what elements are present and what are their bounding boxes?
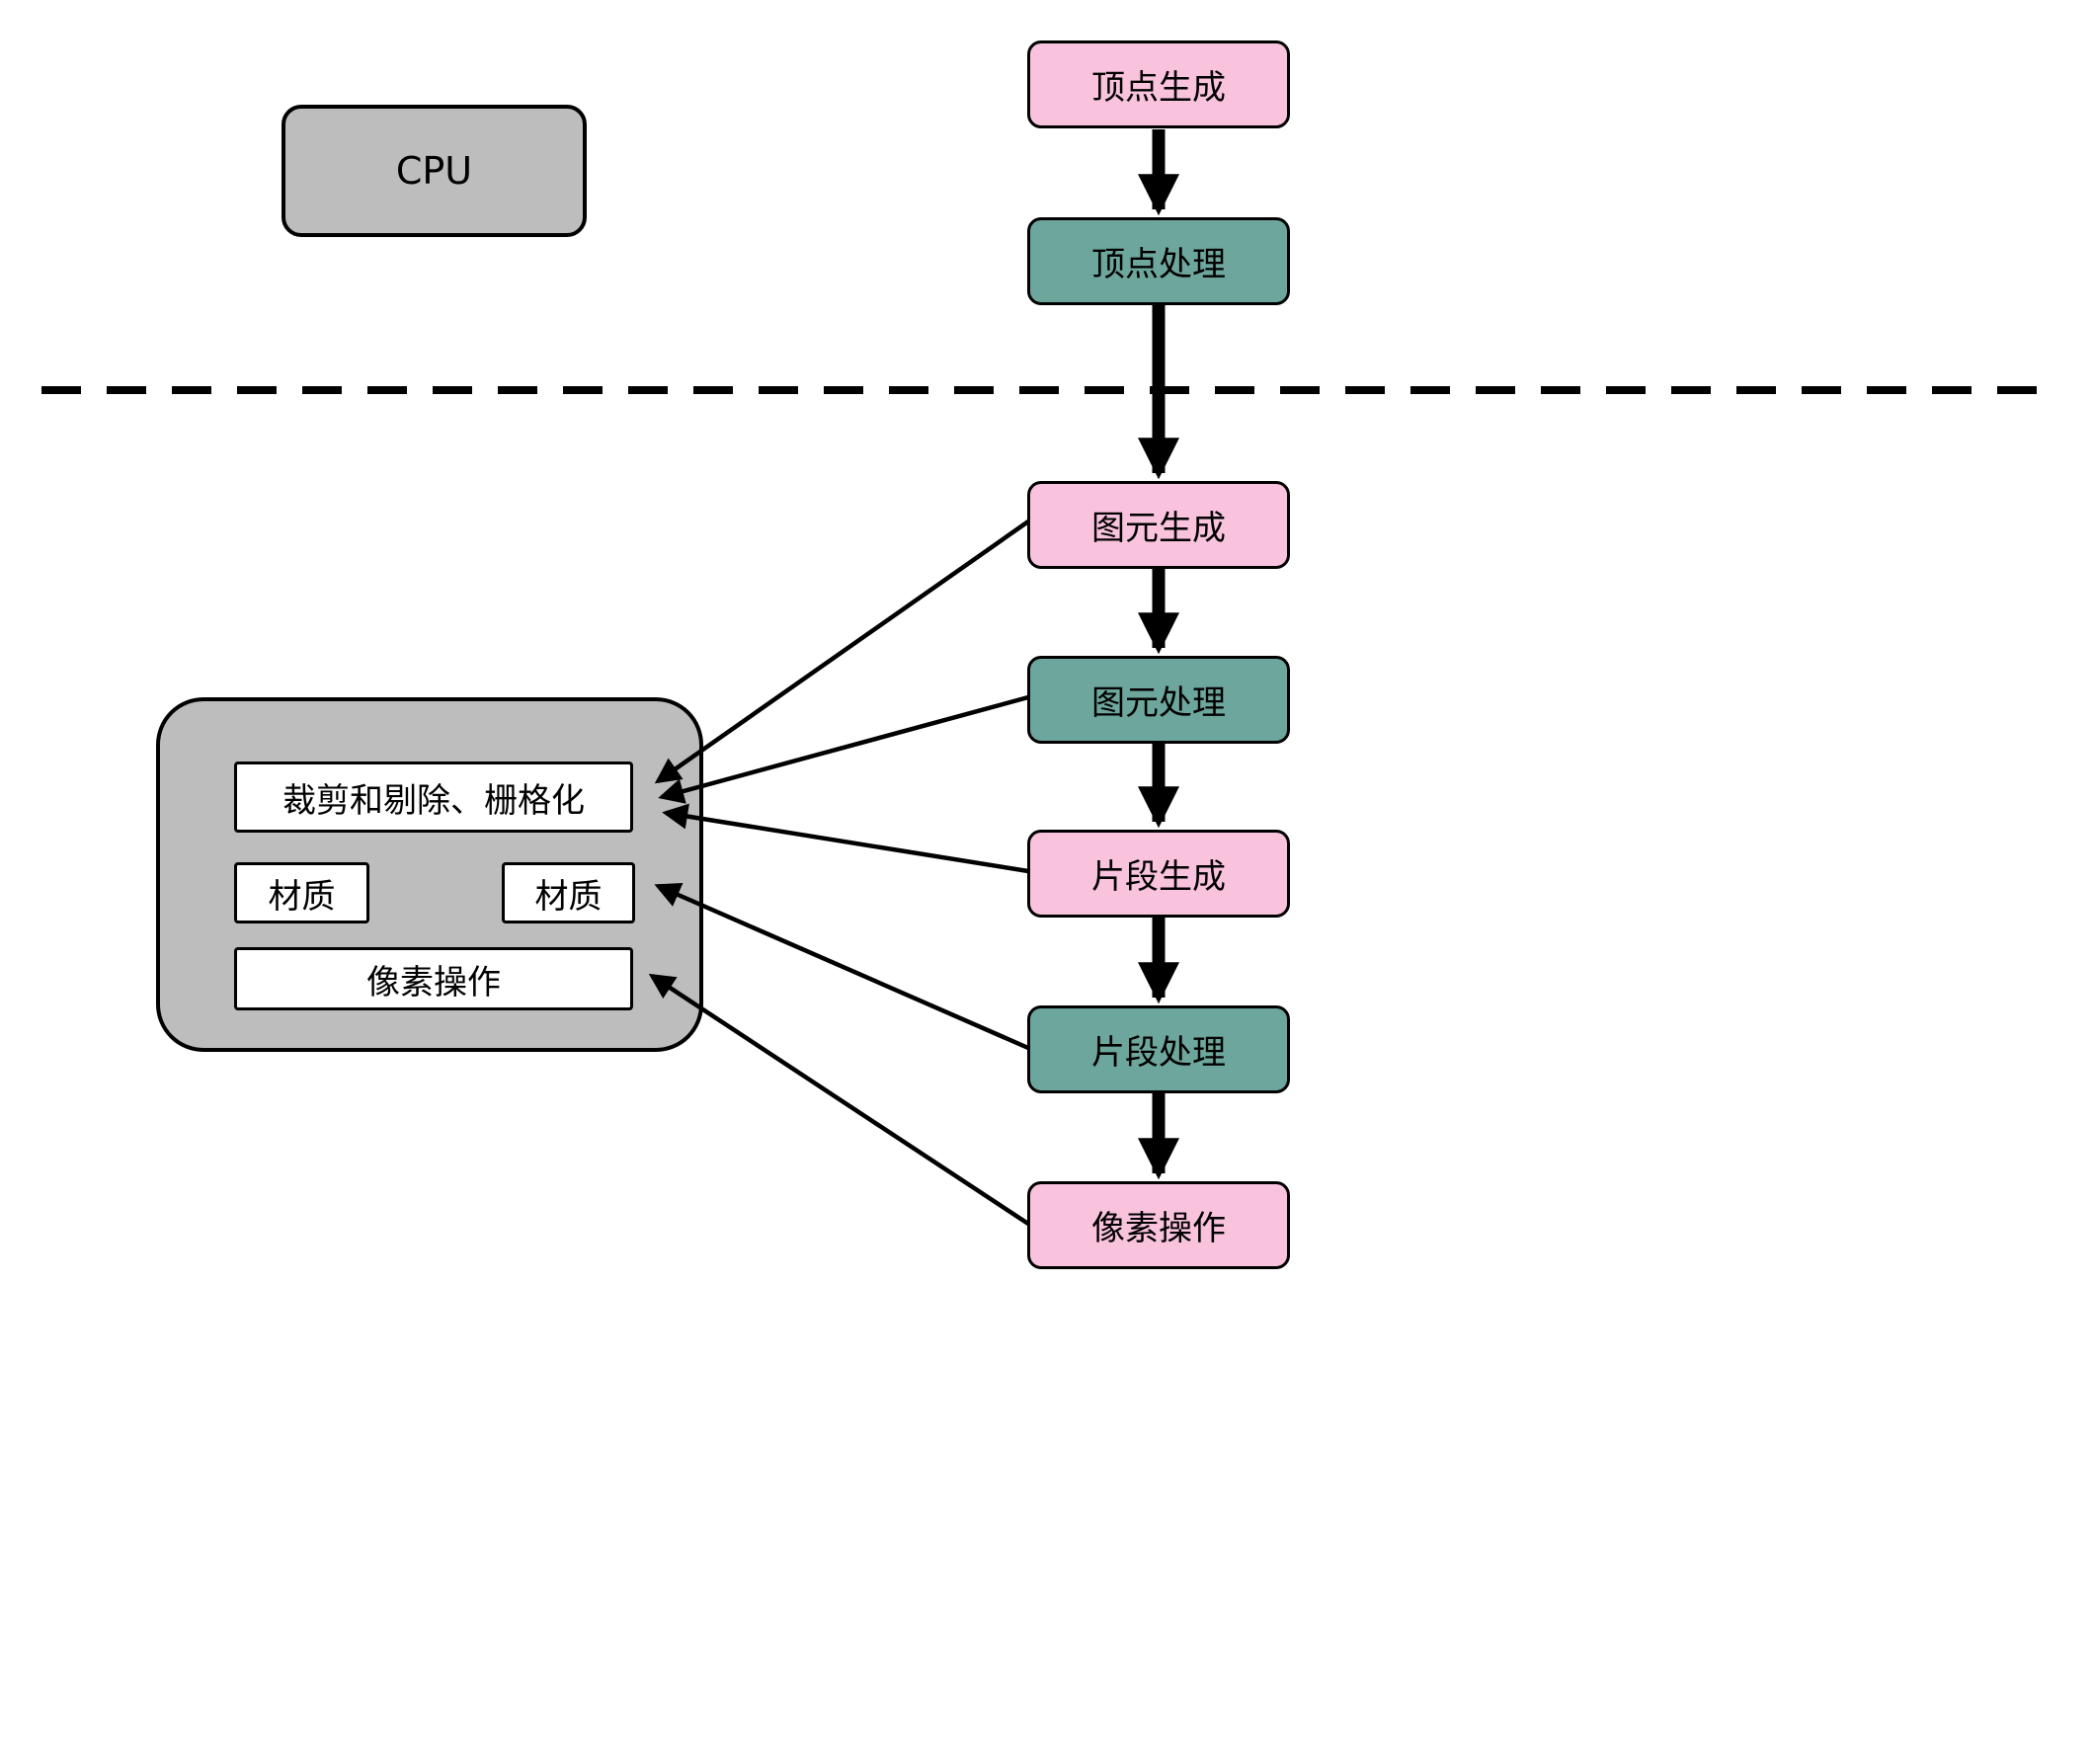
pipeline-label: 像素操作 xyxy=(1091,1209,1226,1248)
pixel-ops-box: 像素操作 xyxy=(234,947,633,1010)
arrow-fragment-processing-to-texture xyxy=(654,882,1029,1051)
pipeline-box-fragment-processing: 片段处理 xyxy=(1027,1005,1290,1093)
arrow-primitive-processing-to-clip-cull-rasterize xyxy=(658,694,1029,804)
pipeline-box-fragment-generation: 片段生成 xyxy=(1027,830,1290,918)
arrow-primitive-generation-to-clip-cull-rasterize xyxy=(654,520,1030,784)
pipeline-label: 顶点处理 xyxy=(1091,245,1226,284)
clip-cull-rasterize-label: 裁剪和剔除、栅格化 xyxy=(282,780,585,821)
pixel-ops-label: 像素操作 xyxy=(366,962,501,1002)
texture-box-left: 材质 xyxy=(234,862,369,923)
pipeline-label: 片段处理 xyxy=(1091,1033,1226,1073)
clip-cull-rasterize-box: 裁剪和剔除、栅格化 xyxy=(234,762,633,833)
pipeline-box-pixel-operations: 像素操作 xyxy=(1027,1181,1290,1269)
pipeline-label: 顶点生成 xyxy=(1091,68,1226,108)
pipeline-box-primitive-generation: 图元生成 xyxy=(1027,481,1290,569)
pipeline-box-vertex-processing: 顶点处理 xyxy=(1027,217,1290,305)
arrow-pixel-operations-to-pixel-ops xyxy=(648,973,1030,1226)
cpu-label: CPU xyxy=(395,149,473,193)
texture-left-label: 材质 xyxy=(268,876,336,917)
pipeline-label: 图元处理 xyxy=(1091,683,1226,723)
gpu-fixed-function-container: 裁剪和剔除、栅格化 材质 材质 像素操作 xyxy=(156,697,703,1052)
pipeline-label: 图元生成 xyxy=(1091,509,1226,548)
arrow-fragment-generation-to-clip-cull-rasterize xyxy=(662,803,1029,874)
pipeline-box-primitive-processing: 图元处理 xyxy=(1027,656,1290,744)
pipeline-box-vertex-generation: 顶点生成 xyxy=(1027,40,1290,128)
texture-box-right: 材质 xyxy=(502,862,635,923)
texture-right-label: 材质 xyxy=(534,876,603,917)
pipeline-label: 片段生成 xyxy=(1091,857,1226,897)
cpu-box: CPU xyxy=(282,105,587,237)
